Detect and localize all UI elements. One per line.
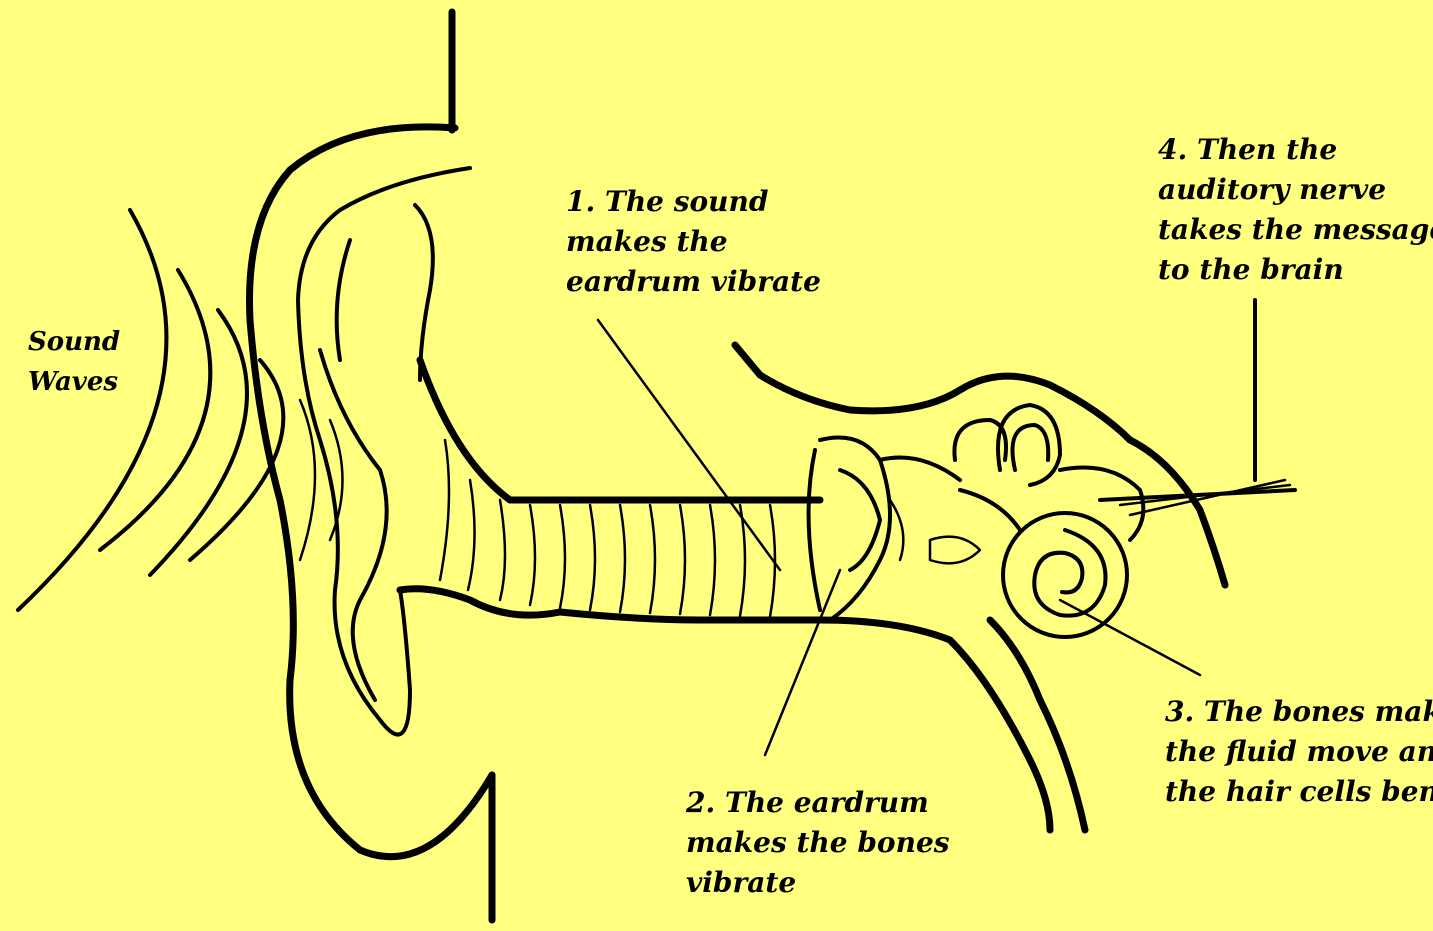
step1-label-line: makes the (566, 222, 821, 262)
ear-canal (400, 360, 820, 620)
pointer-step1 (598, 320, 780, 570)
step2-label: 2. The eardrum makes the bones vibrate (686, 783, 950, 903)
pointer-step2 (765, 570, 840, 755)
sound-waves (18, 210, 283, 610)
step1-label: 1. The sound makes the eardrum vibrate (566, 182, 821, 302)
step4-label: 4. Then the auditory nerve takes the mes… (1158, 130, 1433, 290)
inner-ear (735, 345, 1295, 637)
step2-label-line: 2. The eardrum (686, 783, 950, 823)
pointer-step3 (1060, 600, 1200, 675)
middle-ear (809, 438, 980, 621)
sound-waves-label-line: Sound (28, 322, 120, 362)
sound-waves-label-line: Waves (28, 362, 120, 402)
step4-label-line: takes the message (1158, 210, 1433, 250)
step3-label: 3. The bones make the fluid move and the… (1165, 692, 1433, 812)
step4-label-line: auditory nerve (1158, 170, 1433, 210)
sound-waves-label: Sound Waves (28, 322, 120, 402)
step1-label-line: eardrum vibrate (566, 262, 821, 302)
step4-label-line: to the brain (1158, 250, 1433, 290)
step2-label-line: makes the bones (686, 823, 950, 863)
step2-label-line: vibrate (686, 863, 950, 903)
pointer-lines (598, 300, 1255, 755)
step3-label-line: the hair cells bend (1165, 772, 1433, 812)
step4-label-line: 4. Then the (1158, 130, 1433, 170)
step3-label-line: 3. The bones make (1165, 692, 1433, 732)
step3-label-line: the fluid move and (1165, 732, 1433, 772)
outer-ear (250, 127, 493, 857)
step1-label-line: 1. The sound (566, 182, 821, 222)
